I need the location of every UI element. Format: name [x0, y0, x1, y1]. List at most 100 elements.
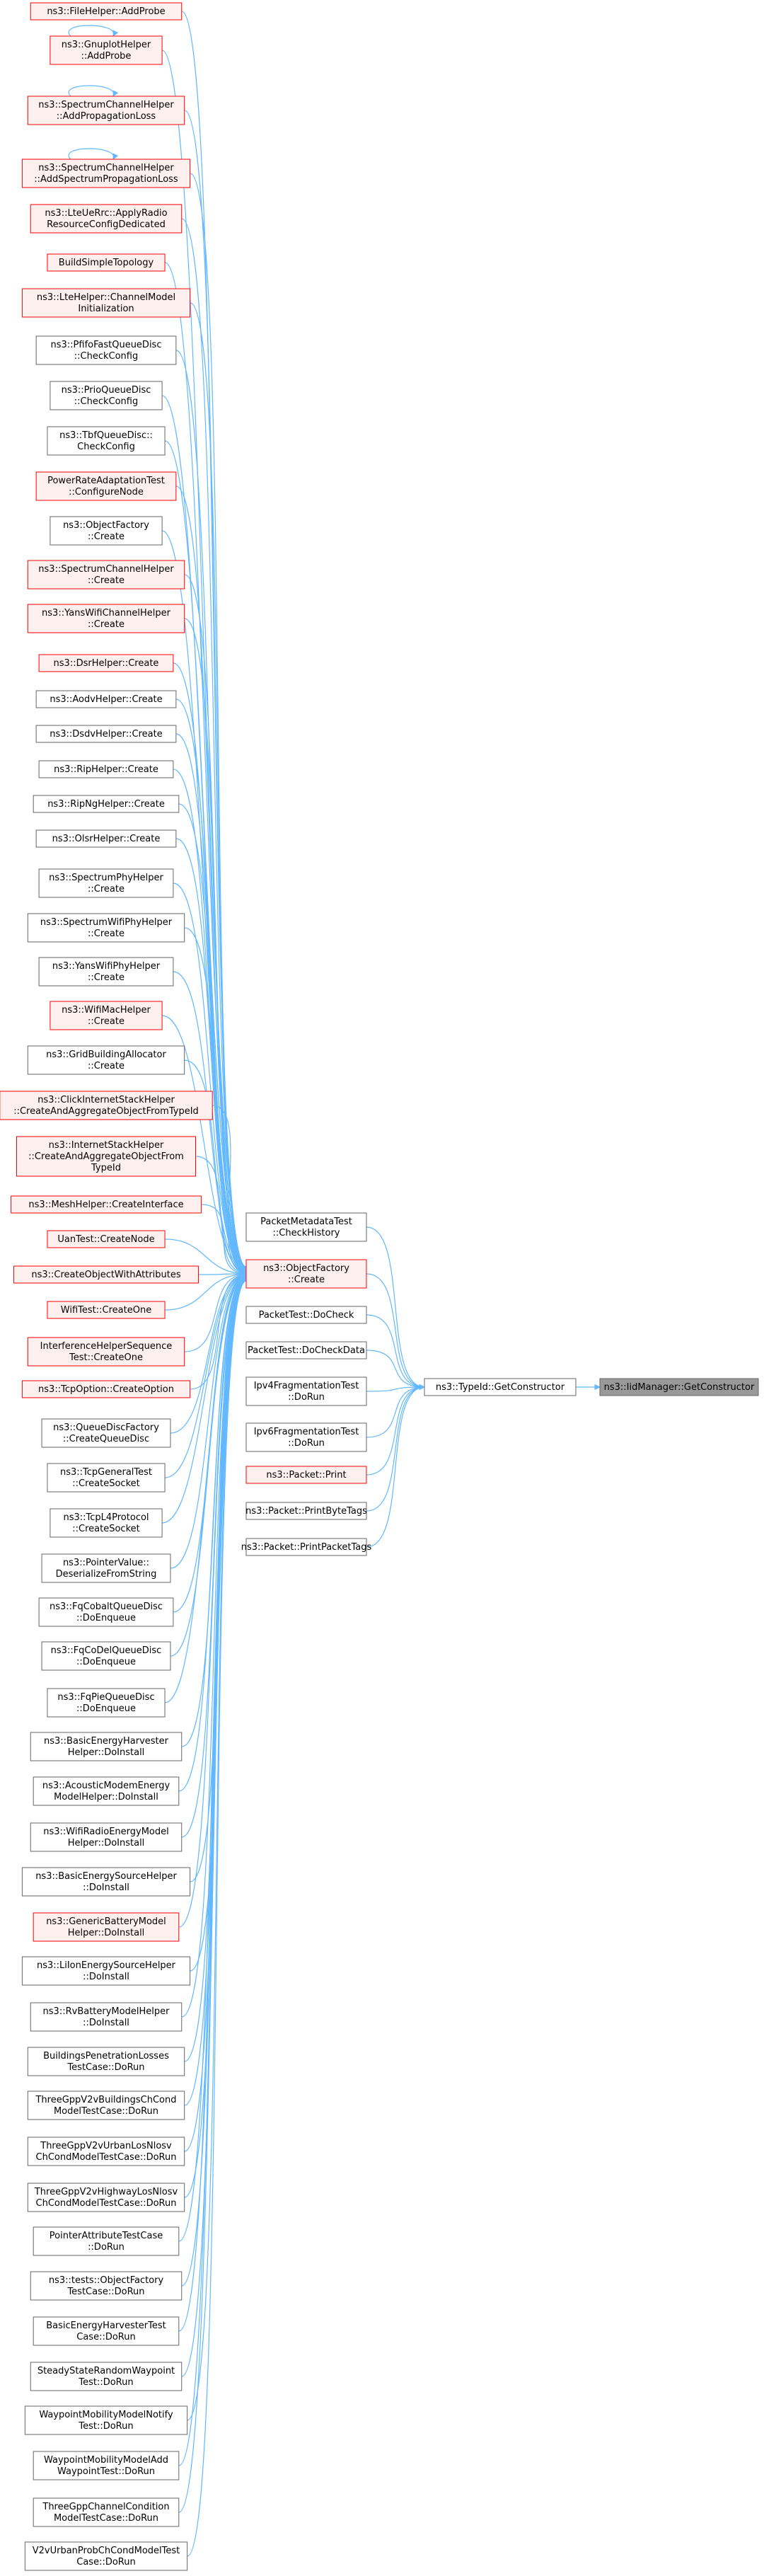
node-m0[interactable]: PacketMetadataTest::CheckHistory [245, 1212, 367, 1242]
node-f0[interactable]: ns3::IidManager::GetConstructor [599, 1378, 759, 1396]
node-m1[interactable]: ns3::ObjectFactory::Create [245, 1259, 367, 1289]
node-label: ns3::SpectrumChannelHelper [38, 564, 174, 575]
node-n56[interactable]: WaypointMobilityModelAddWaypointTest::Do… [33, 2451, 180, 2480]
node-n51[interactable]: PointerAttributeTestCase::DoRun [33, 2226, 180, 2256]
node-label: ::Create [88, 575, 125, 586]
node-n6[interactable]: ns3::LteHelper::ChannelModelInitializati… [21, 288, 191, 318]
node-n10[interactable]: PowerRateAdaptationTest::ConfigureNode [35, 471, 177, 501]
node-n39[interactable]: ns3::FqPieQueueDisc::DoEnqueue [47, 1688, 166, 1718]
node-n44[interactable]: ns3::GenericBatteryModelHelper::DoInstal… [33, 1912, 180, 1942]
node-n41[interactable]: ns3::AcousticModemEnergyModelHelper::DoI… [33, 1776, 180, 1806]
node-n25[interactable]: ns3::ClickInternetStackHelper::CreateAnd… [0, 1091, 213, 1120]
node-n46[interactable]: ns3::RvBatteryModelHelper::DoInstall [30, 2002, 183, 2032]
node-n16[interactable]: ns3::DsdvHelper::Create [35, 725, 177, 743]
node-n3[interactable]: ns3::SpectrumChannelHelper::AddSpectrumP… [21, 159, 191, 188]
node-n17[interactable]: ns3::RipHelper::Create [38, 760, 174, 778]
node-label: TypeId [91, 1163, 121, 1173]
node-label: ns3::TcpOption::CreateOption [38, 1384, 174, 1395]
node-label: ChCondModelTestCase::DoRun [36, 2198, 177, 2209]
node-n30[interactable]: WifiTest::CreateOne [47, 1301, 166, 1319]
node-n57[interactable]: ThreeGppChannelConditionModelTestCase::D… [33, 2497, 180, 2527]
node-n34[interactable]: ns3::TcpGeneralTest::CreateSocket [47, 1463, 166, 1493]
node-label: Test::DoRun [78, 2377, 133, 2388]
node-n8[interactable]: ns3::PrioQueueDisc::CheckConfig [50, 381, 163, 410]
node-box [21, 159, 191, 188]
node-m6[interactable]: ns3::Packet::Print [245, 1466, 367, 1484]
node-label: DeserializeFromString [56, 1569, 157, 1580]
node-n5[interactable]: BuildSimpleTopology [47, 253, 166, 272]
node-m5[interactable]: Ipv6FragmentationTest::DoRun [245, 1422, 367, 1452]
node-box [47, 253, 166, 272]
node-n47[interactable]: BuildingsPenetrationLossesTestCase::DoRu… [27, 2047, 185, 2076]
node-n4[interactable]: ns3::LteUeRrc::ApplyRadioResourceConfigD… [30, 204, 183, 234]
edges [68, 11, 601, 2557]
node-n13[interactable]: ns3::YansWifiChannelHelper::Create [27, 604, 185, 633]
node-label: ::DoEnqueue [76, 1657, 136, 1667]
node-n32[interactable]: ns3::TcpOption::CreateOption [21, 1380, 191, 1398]
node-n40[interactable]: ns3::BasicEnergyHarvesterHelper::DoInsta… [30, 1732, 183, 1761]
node-n11[interactable]: ns3::ObjectFactory::Create [50, 516, 163, 546]
edge-n27 [201, 1204, 247, 1277]
node-n37[interactable]: ns3::FqCobaltQueueDisc::DoEnqueue [38, 1597, 174, 1627]
node-m2[interactable]: PacketTest::DoCheck [245, 1306, 367, 1324]
node-n29[interactable]: ns3::CreateObjectWithAttributes [13, 1265, 199, 1284]
node-n38[interactable]: ns3::FqCoDelQueueDisc::DoEnqueue [41, 1641, 171, 1671]
node-label: ns3::GenericBatteryModel [46, 1916, 166, 1927]
node-n26[interactable]: ns3::InternetStackHelper::CreateAndAggre… [16, 1136, 196, 1177]
node-n19[interactable]: ns3::OlsrHelper::Create [35, 829, 177, 848]
node-m3[interactable]: PacketTest::DoCheckData [245, 1341, 367, 1359]
node-box [21, 1956, 191, 1986]
node-n42[interactable]: ns3::WifiRadioEnergyModelHelper::DoInsta… [30, 1822, 183, 1852]
node-box [33, 1912, 180, 1942]
node-box [47, 1463, 166, 1493]
node-box [30, 2271, 183, 2301]
node-n28[interactable]: UanTest::CreateNode [47, 1230, 166, 1248]
node-n43[interactable]: ns3::BasicEnergySourceHelper::DoInstall [21, 1867, 191, 1897]
node-label: ::CheckConfig [74, 351, 138, 362]
node-box [27, 2091, 185, 2120]
node-n36[interactable]: ns3::PointerValue::DeserializeFromString [41, 1553, 171, 1583]
node-n7[interactable]: ns3::PfifoFastQueueDisc::CheckConfig [35, 335, 177, 365]
edge-n30 [165, 1271, 247, 1311]
node-n45[interactable]: ns3::LiIonEnergySourceHelper::DoInstall [21, 1956, 191, 1986]
edge-n53 [178, 1277, 247, 2332]
node-label: ns3::ObjectFactory [263, 1263, 349, 1274]
node-n1[interactable]: ns3::GnuplotHelper::AddProbe [50, 35, 163, 65]
node-n31[interactable]: InterferenceHelperSequenceTest::CreateOn… [27, 1337, 185, 1367]
node-n49[interactable]: ThreeGppV2vUrbanLosNlosvChCondModelTestC… [27, 2137, 185, 2166]
node-m4[interactable]: Ipv4FragmentationTest::DoRun [245, 1376, 367, 1406]
node-n9[interactable]: ns3::TbfQueueDisc::CheckConfig [47, 426, 166, 456]
node-label: SteadyStateRandomWaypoint [37, 2366, 175, 2376]
node-label: ns3::BasicEnergySourceHelper [35, 1871, 177, 1882]
node-n27[interactable]: ns3::MeshHelper::CreateInterface [11, 1195, 202, 1214]
node-n2[interactable]: ns3::SpectrumChannelHelper::AddPropagati… [27, 96, 185, 125]
node-m7[interactable]: ns3::Packet::PrintByteTags [245, 1502, 367, 1520]
node-n18[interactable]: ns3::RipNgHelper::Create [33, 795, 180, 813]
node-n35[interactable]: ns3::TcpL4Protocol::CreateSocket [50, 1508, 163, 1538]
node-n24[interactable]: ns3::GridBuildingAllocator::Create [27, 1045, 185, 1075]
node-n33[interactable]: ns3::QueueDiscFactory::CreateQueueDisc [41, 1418, 171, 1448]
node-n50[interactable]: ThreeGppV2vHighwayLosNlosvChCondModelTes… [27, 2183, 185, 2212]
node-n21[interactable]: ns3::SpectrumWifiPhyHelper::Create [27, 913, 185, 943]
node-box [35, 335, 177, 365]
node-box [35, 725, 177, 743]
node-n14[interactable]: ns3::DsrHelper::Create [38, 654, 174, 672]
node-n12[interactable]: ns3::SpectrumChannelHelper::Create [27, 560, 185, 590]
node-box [0, 1091, 213, 1120]
node-m8[interactable]: ns3::Packet::PrintPacketTags [241, 1538, 372, 1556]
node-n22[interactable]: ns3::YansWifiPhyHelper::Create [38, 957, 174, 987]
node-t0[interactable]: ns3::TypeId::GetConstructor [424, 1378, 577, 1396]
node-n0[interactable]: ns3::FileHelper::AddProbe [30, 2, 183, 21]
node-n23[interactable]: ns3::WifiMacHelper::Create [50, 1001, 163, 1030]
node-box [38, 868, 174, 898]
node-n48[interactable]: ThreeGppV2vBuildingsChCondModelTestCase:… [27, 2091, 185, 2120]
node-n15[interactable]: ns3::AodvHelper::Create [35, 690, 177, 708]
node-n20[interactable]: ns3::SpectrumPhyHelper::Create [38, 868, 174, 898]
node-label: Test::DoRun [78, 2421, 133, 2432]
